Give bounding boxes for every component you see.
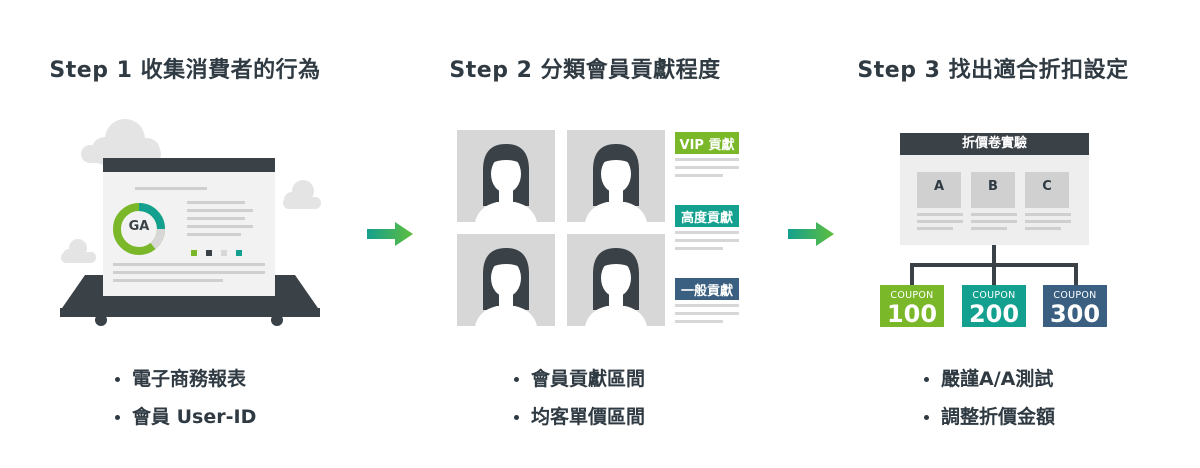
- step2-title: Step 2 分類會員貢獻程度: [449, 58, 721, 83]
- bullet-dot: [924, 414, 929, 420]
- bullet-item: 會員 User-ID: [115, 398, 375, 436]
- arrow-right-icon: [367, 222, 413, 246]
- member-portrait: [457, 234, 555, 326]
- bullet-dot: [115, 376, 120, 382]
- board-title: 折價卷實驗: [961, 136, 1027, 151]
- coupon-label: COUPON: [972, 290, 1016, 301]
- step3-title: Step 3 找出適合折扣設定: [857, 58, 1129, 83]
- bullet-text: 均客單價區間: [531, 406, 646, 428]
- bullet-item: 調整折價金額: [924, 398, 1184, 436]
- ga-donut-icon: [113, 203, 166, 255]
- bullet-dot: [514, 414, 519, 420]
- bullet-dot: [115, 414, 120, 420]
- arrow-right-icon: [788, 222, 834, 246]
- tag-high: 高度貢獻: [675, 205, 739, 227]
- bullet-text: 調整折價金額: [941, 406, 1056, 428]
- member-portrait: [567, 234, 665, 326]
- member-portrait: [457, 130, 555, 222]
- tag-text-lines: [675, 158, 739, 323]
- ga-badge: GA: [128, 219, 150, 234]
- bullet-text: 電子商務報表: [132, 368, 247, 390]
- coupon-300: COUPON 300: [1043, 285, 1107, 327]
- step3-bullets: 嚴謹A/A測試 調整折價金額: [924, 360, 1184, 436]
- cloud-icon: [61, 239, 96, 263]
- member-portraits-icon: [457, 130, 665, 326]
- coupon-200: COUPON 200: [962, 285, 1026, 327]
- tag-vip: VIP 貢獻: [675, 132, 739, 154]
- member-portrait: [567, 130, 665, 222]
- variant-c: C: [1025, 172, 1069, 208]
- coupon-value: 200: [968, 300, 1020, 328]
- coupon-label: COUPON: [890, 290, 934, 301]
- coupon-100: COUPON 100: [880, 285, 944, 327]
- bullet-item: 嚴謹A/A測試: [924, 360, 1184, 398]
- tag-normal: 一般貢獻: [675, 278, 739, 300]
- bullet-text: 嚴謹A/A測試: [941, 368, 1054, 390]
- bullet-item: 電子商務報表: [115, 360, 375, 398]
- step1-bullets: 電子商務報表 會員 User-ID: [115, 360, 375, 436]
- coupon-value: 300: [1049, 300, 1101, 328]
- laptop-analytics-icon: [60, 119, 321, 326]
- step1-title: Step 1 收集消費者的行為: [49, 58, 321, 83]
- bullet-dot: [514, 376, 519, 382]
- bullet-dot: [924, 376, 929, 382]
- cloud-icon: [283, 180, 321, 209]
- step2-bullets: 會員貢獻區間 均客單價區間: [514, 360, 774, 436]
- variant-b: B: [971, 172, 1015, 208]
- bullet-item: 會員貢獻區間: [514, 360, 774, 398]
- variant-a: A: [917, 172, 961, 208]
- bullet-text: 會員貢獻區間: [531, 368, 646, 390]
- coupon-value: 100: [886, 300, 938, 328]
- coupon-label: COUPON: [1053, 290, 1097, 301]
- bullet-item: 均客單價區間: [514, 398, 774, 436]
- bullet-text: 會員 User-ID: [132, 406, 257, 428]
